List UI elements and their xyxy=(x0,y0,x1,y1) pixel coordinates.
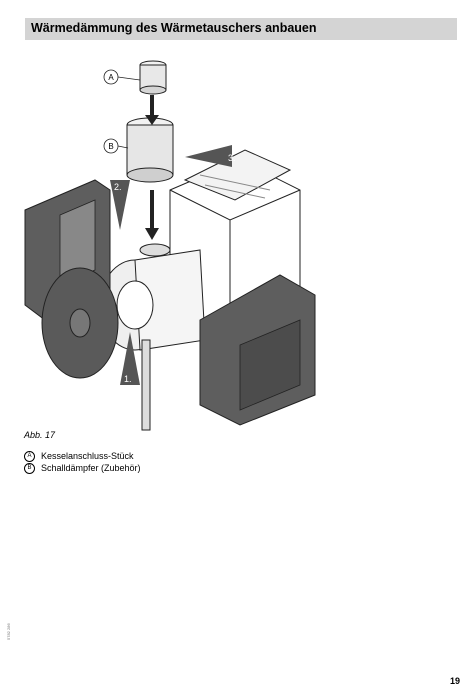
insulation-disc-front xyxy=(41,267,119,379)
section-title: Wärmedämmung des Wärmetauschers anbauen xyxy=(31,21,317,35)
callout-a: A xyxy=(108,73,114,82)
legend-badge: B xyxy=(24,462,35,474)
figure-caption: Abb. 17 xyxy=(24,430,56,440)
callout-b: B xyxy=(108,142,113,151)
figure-legend: A Kesselanschluss-Stück B Schalldämpfer … xyxy=(24,450,141,474)
legend-item: B Schalldämpfer (Zubehör) xyxy=(24,462,141,474)
step-label-1: 1. xyxy=(124,374,132,384)
legend-badge: A xyxy=(24,450,35,462)
page-number: 19 xyxy=(449,676,460,686)
legend-text: Schalldämpfer (Zubehör) xyxy=(41,463,141,473)
step-label-2: 2. xyxy=(114,182,122,192)
muffler-b xyxy=(126,117,174,183)
document-code: 5782 286 xyxy=(6,623,11,640)
legend-item: A Kesselanschluss-Stück xyxy=(24,450,141,462)
connection-piece-a xyxy=(139,60,167,95)
legend-text: Kesselanschluss-Stück xyxy=(41,451,134,461)
assembly-illustration: A B 3. 2. 1. xyxy=(24,60,316,431)
support-leg xyxy=(141,339,151,431)
step-label-3: 3. xyxy=(228,153,236,163)
section-header: Wärmedämmung des Wärmetauschers anbauen xyxy=(25,18,457,40)
